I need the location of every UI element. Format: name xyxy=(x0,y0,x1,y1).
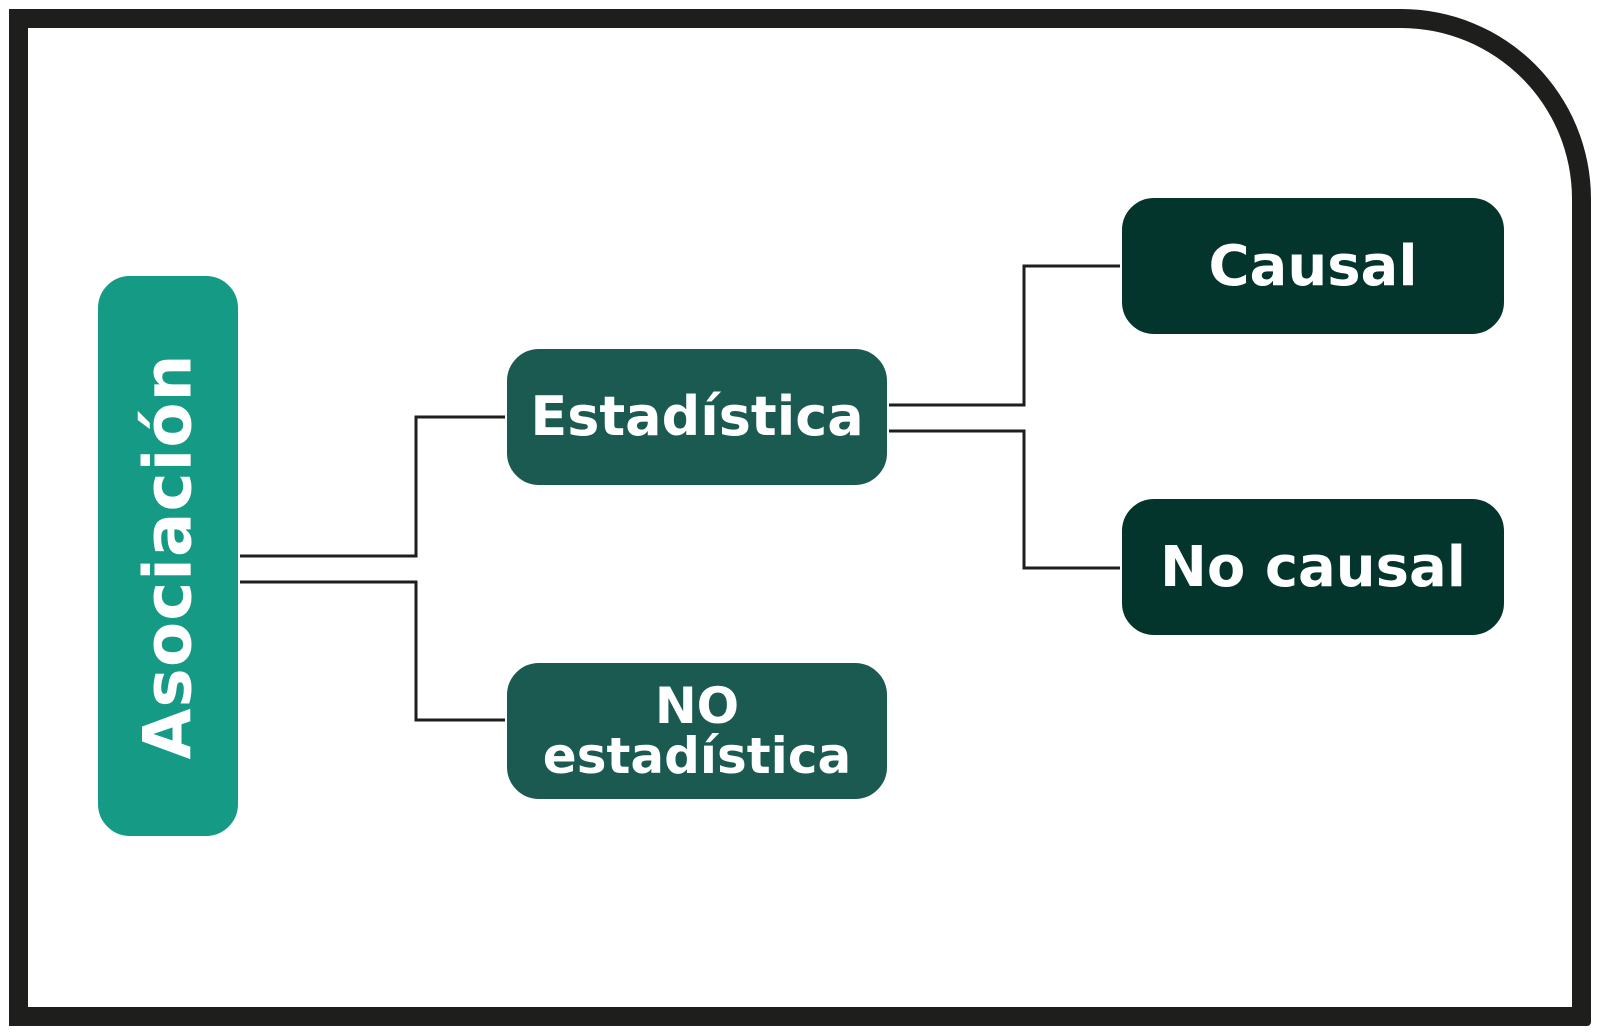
node-estadistica-label: Estadística xyxy=(530,385,864,448)
root-node-asociacion: Asociación xyxy=(96,274,240,838)
connector-root-estadistica xyxy=(240,415,505,558)
node-estadistica: Estadística xyxy=(505,347,889,487)
node-no-causal: No causal xyxy=(1120,497,1506,637)
connector-root-no-estadistica xyxy=(240,580,505,722)
root-node-label: Asociación xyxy=(129,352,207,760)
node-no-estadistica: NO estadística xyxy=(505,661,889,801)
connector-estadistica-no-causal xyxy=(889,429,1120,570)
node-causal: Causal xyxy=(1120,196,1506,336)
node-causal-label: Causal xyxy=(1208,233,1418,299)
connector-estadistica-causal xyxy=(889,264,1120,407)
node-no-estadistica-label: NO estadística xyxy=(542,677,852,785)
node-no-causal-label: No causal xyxy=(1159,534,1466,600)
